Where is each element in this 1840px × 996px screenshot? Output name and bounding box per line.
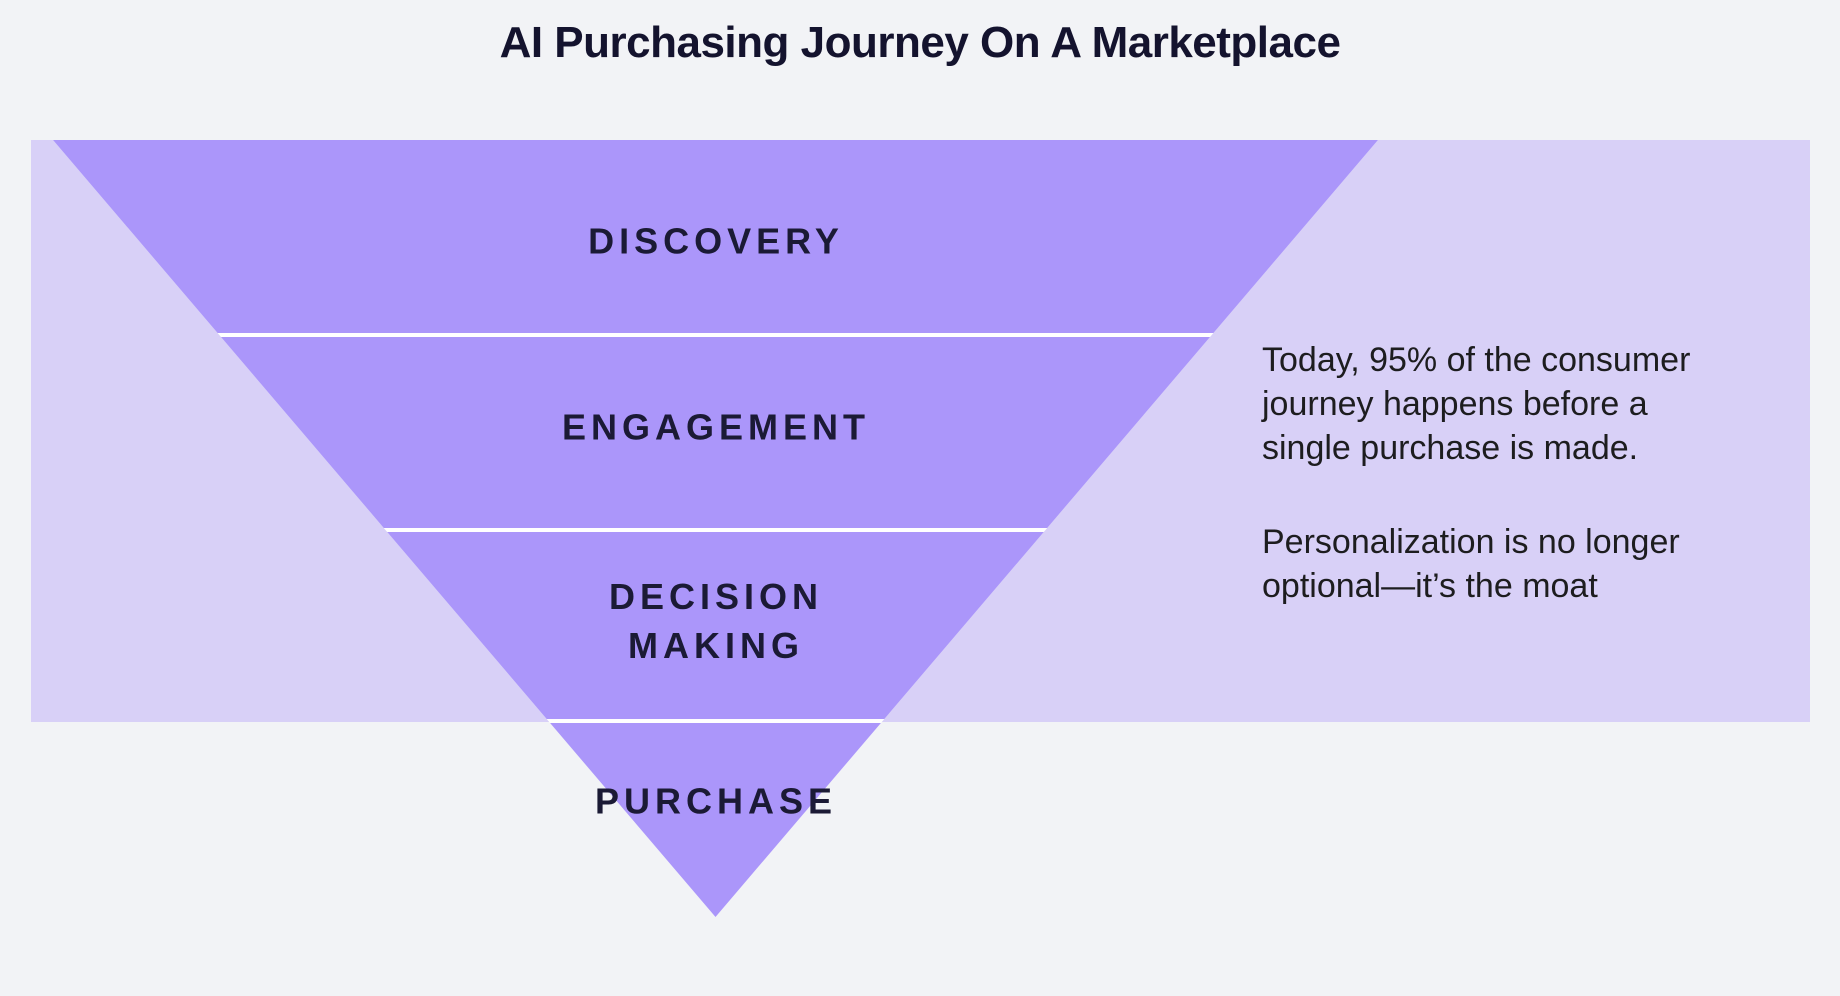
stage-label-decision-line1: DECISION — [608, 576, 824, 617]
stage-label-purchase: PURCHASE — [594, 780, 838, 822]
note-paragraph-2: Personalization is no longer optional—it… — [1262, 520, 1732, 608]
funnel-segment-discovery — [53, 140, 1378, 333]
stage-label-engagement: ENGAGEMENT — [561, 406, 871, 448]
side-note: Today, 95% of the consumer journey happe… — [1262, 338, 1732, 608]
note-line: Personalization is no longer — [1262, 523, 1680, 561]
note-paragraph-1: Today, 95% of the consumer journey happe… — [1262, 338, 1732, 470]
stage-label-decision-making: DECISION MAKING — [609, 572, 823, 670]
note-line: single purchase is made. — [1262, 429, 1639, 467]
note-line: journey happens before a — [1262, 385, 1648, 423]
page-title: AI Purchasing Journey On A Marketplace — [499, 18, 1341, 67]
stage-label-discovery: DISCOVERY — [588, 220, 844, 262]
stage-label-decision-line2: MAKING — [628, 625, 804, 666]
note-line: optional—it’s the moat — [1262, 567, 1598, 605]
note-line: Today, 95% of the consumer — [1262, 341, 1691, 379]
